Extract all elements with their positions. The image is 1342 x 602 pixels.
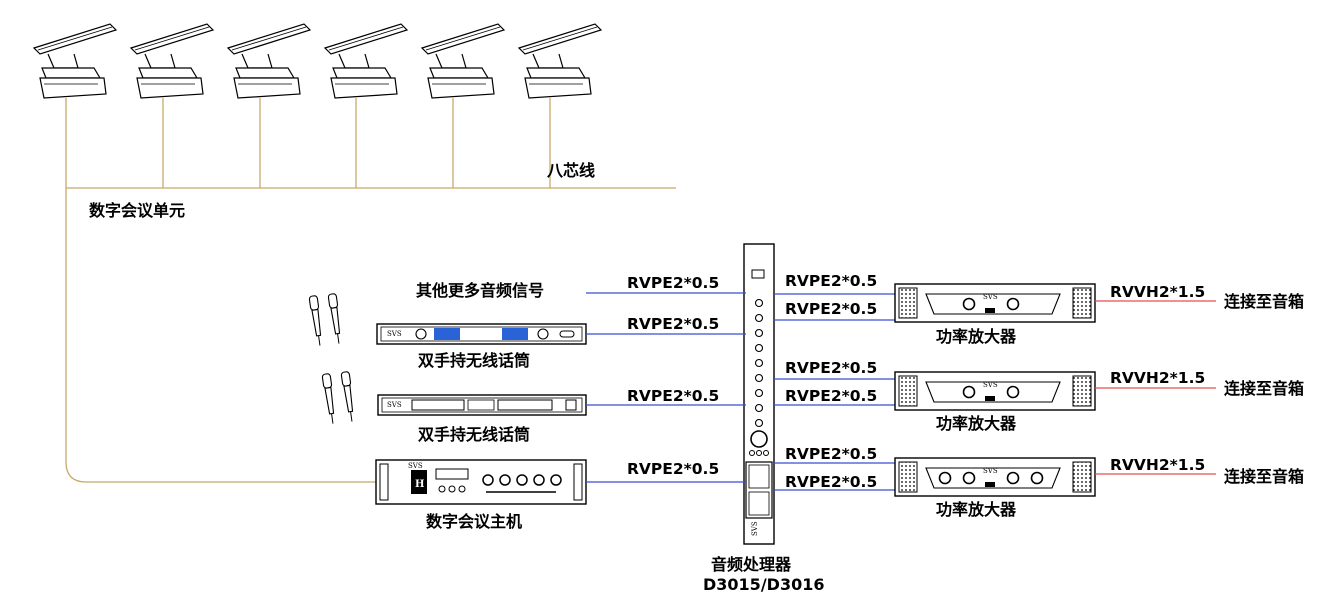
brand-mark-receiver-1: SVS [387, 330, 402, 338]
cable-label-other: RVPE2*0.5 [627, 274, 720, 292]
conference-unit-1 [33, 23, 117, 99]
cable-label-out-1a: RVPE2*0.5 [785, 272, 878, 290]
amplifier-3-label: 功率放大器 [936, 500, 1017, 519]
other-audio-label: 其他更多音频信号 [416, 281, 545, 300]
cable-label-spk-1: RVVH2*1.5 [1110, 283, 1206, 301]
conference-units [33, 23, 602, 99]
brand-mark-processor: SVS [751, 521, 759, 536]
wireless-mic-1-label: 双手持无线话筒 [418, 351, 531, 370]
cable-label-spk-2: RVVH2*1.5 [1110, 369, 1206, 387]
conference-unit-label: 数字会议单元 [89, 201, 186, 220]
brand-mark-amp-2: SVS [983, 381, 998, 389]
eight-core-bus [65, 98, 676, 483]
cable-label-mic1: RVPE2*0.5 [627, 315, 720, 333]
conference-host-label: 数字会议主机 [426, 512, 523, 531]
handheld-mics-2 [321, 370, 357, 425]
speaker-lines [1095, 300, 1216, 475]
power-amplifier-3 [894, 457, 1096, 497]
audio-processor [743, 243, 775, 545]
processor-model-label: D3015/D3016 [703, 575, 825, 594]
cable-label-out-1b: RVPE2*0.5 [785, 300, 878, 318]
wireless-mic-2-label: 双手持无线话筒 [418, 425, 531, 444]
amplifier-1-label: 功率放大器 [936, 327, 1017, 346]
cable-label-spk-3: RVVH2*1.5 [1110, 456, 1206, 474]
eight-core-cable-label: 八芯线 [547, 161, 596, 180]
cable-label-out-2b: RVPE2*0.5 [785, 387, 878, 405]
speaker-3-label: 连接至音箱 [1224, 467, 1305, 486]
handheld-mics-1 [308, 292, 344, 347]
cable-label-out-2a: RVPE2*0.5 [785, 359, 878, 377]
cable-label-out-3b: RVPE2*0.5 [785, 473, 878, 491]
conference-unit-4 [324, 23, 408, 99]
conference-host [375, 459, 587, 505]
conference-unit-3 [227, 23, 311, 99]
speaker-1-label: 连接至音箱 [1224, 292, 1305, 311]
brand-mark-receiver-2: SVS [387, 401, 402, 409]
cable-label-mic2: RVPE2*0.5 [627, 387, 720, 405]
host-button-mark: H [415, 479, 424, 490]
power-amplifier-2 [894, 371, 1096, 411]
cable-label-out-3a: RVPE2*0.5 [785, 445, 878, 463]
wireless-receiver-1 [376, 323, 587, 345]
brand-mark-amp-3: SVS [983, 467, 998, 475]
wireless-receiver-2 [377, 394, 587, 416]
brand-mark-host: SVS [408, 462, 423, 470]
brand-mark-amp-1: SVS [983, 293, 998, 301]
processor-name-label: 音频处理器 [711, 555, 792, 574]
signal-lines [586, 292, 900, 491]
speaker-2-label: 连接至音箱 [1224, 379, 1305, 398]
conference-unit-5 [421, 23, 505, 99]
power-amplifier-1 [894, 283, 1096, 323]
conference-unit-2 [130, 23, 214, 99]
conference-unit-6 [518, 23, 602, 99]
amplifier-2-label: 功率放大器 [936, 414, 1017, 433]
cable-label-host: RVPE2*0.5 [627, 460, 720, 478]
